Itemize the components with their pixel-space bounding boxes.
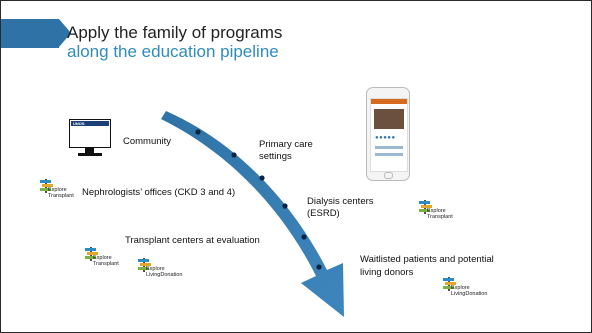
- pipeline-dot: [195, 129, 201, 135]
- smartphone-icon: ●●●●●: [366, 87, 410, 181]
- title-accent-tip: [59, 19, 71, 47]
- label-transplant-centers: Transplant centers at evaluation: [125, 235, 260, 246]
- label-waitlisted-line1: Waitlisted patients and potential: [360, 254, 494, 265]
- pipeline-dot: [231, 152, 237, 158]
- pipeline-dot: [282, 203, 288, 209]
- monitor-icon: UNOS: [69, 119, 111, 161]
- label-dialysis-line1: Dialysis centers: [307, 196, 374, 207]
- pipeline-arrow-body: [161, 111, 344, 317]
- label-community: Community: [123, 136, 172, 147]
- pipeline-dot: [259, 175, 265, 181]
- label-dialysis-line2: (ESRD): [307, 208, 340, 219]
- pipeline-dot: [301, 234, 307, 240]
- slide-title: Apply the family of programs: [67, 23, 283, 42]
- monitor-screen-text: UNOS: [73, 121, 85, 126]
- label-waitlisted-line2: living donors: [360, 267, 414, 278]
- slide-subtitle: along the education pipeline: [67, 42, 279, 61]
- label-primary-care-line2: settings: [259, 151, 292, 162]
- pipeline-dot: [316, 264, 322, 270]
- title-accent-bar: [1, 19, 59, 48]
- label-primary-care-line1: Primary care: [259, 139, 313, 150]
- label-nephrologists: Nephrologists’ offices (CKD 3 and 4): [82, 187, 236, 198]
